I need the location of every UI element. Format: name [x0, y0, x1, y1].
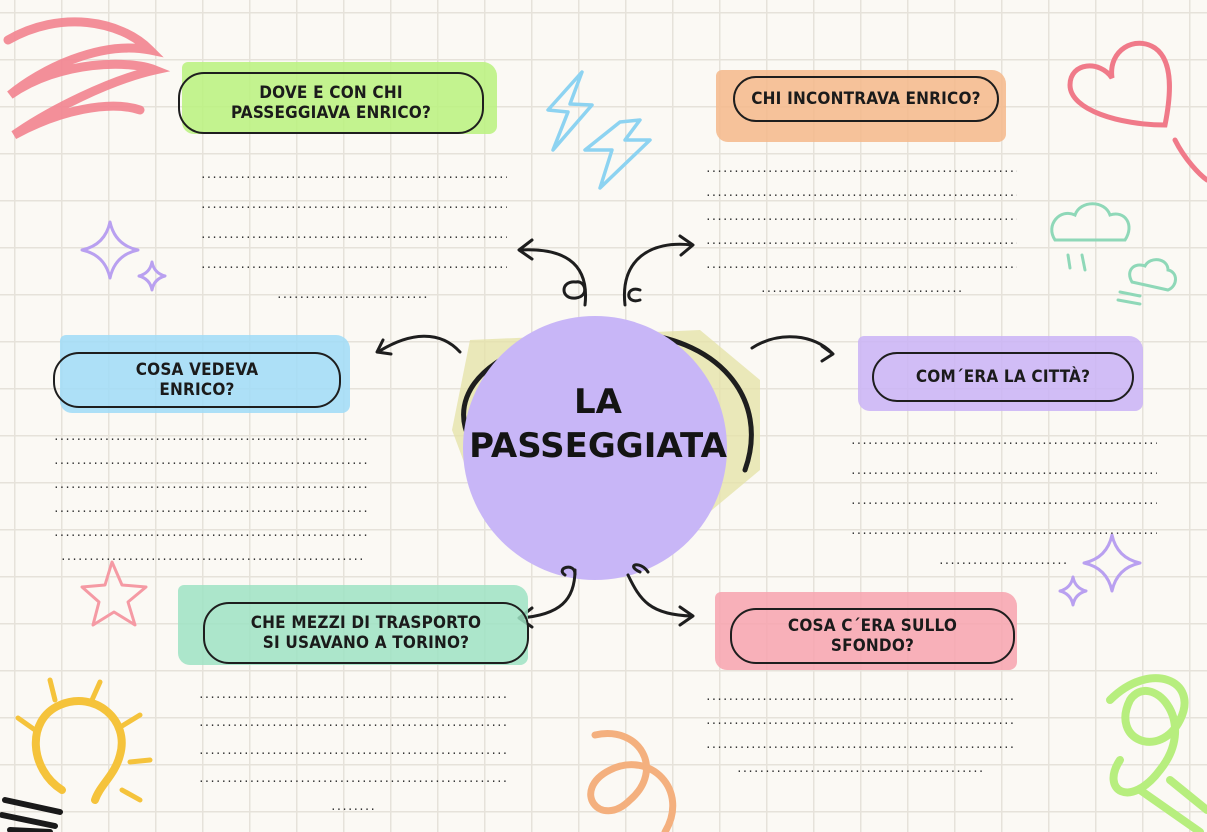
answer-line[interactable]: ........................................…: [198, 716, 509, 729]
question-label: COSA VEDEVA ENRICO?: [135, 360, 259, 400]
answer-line[interactable]: ........................................…: [53, 430, 367, 443]
arrow-icon: [375, 234, 835, 629]
answer-line[interactable]: ........................................…: [705, 234, 1017, 247]
question-label: CHI INCONTRAVA ENRICO?: [751, 89, 981, 109]
answer-line[interactable]: ........................................…: [705, 738, 1016, 751]
answer-line[interactable]: ........................................…: [705, 258, 1017, 271]
sparkle-icon: [80, 220, 167, 292]
swirl-icon: [587, 730, 677, 832]
lightbulb-icon: [0, 677, 153, 832]
question-label: COM´ERA LA CITTÀ?: [915, 367, 1091, 387]
title-line-2: PASSEGGIATA: [469, 426, 727, 466]
answer-line[interactable]: ........................................…: [705, 186, 1017, 199]
answer-line[interactable]: ........................................…: [53, 478, 367, 491]
center-circle: [463, 316, 727, 580]
answer-line[interactable]: ........................................…: [53, 526, 367, 539]
answer-line[interactable]: ........................................…: [200, 198, 507, 211]
answer-line[interactable]: ........................................…: [198, 688, 509, 701]
answer-line[interactable]: ........................................…: [200, 168, 507, 181]
question-box-background: COSA C´ERA SULLO SFONDO?: [730, 608, 1015, 664]
scribble-icon: [3, 17, 171, 139]
cloud-icon: [1050, 202, 1177, 306]
scribble-icon: [1106, 674, 1207, 832]
brush-green: [182, 62, 497, 134]
answer-line[interactable]: ........................................…: [53, 454, 367, 467]
heart-icon: [1067, 40, 1207, 183]
brush-mint: [178, 585, 528, 665]
answer-line[interactable]: ..............................: [276, 288, 429, 301]
answer-line[interactable]: ........................................…: [60, 550, 365, 563]
answer-line[interactable]: ........................................…: [198, 744, 509, 757]
answer-line[interactable]: ........................................: [760, 282, 963, 295]
question-box-who: CHI INCONTRAVA ENRICO?: [733, 76, 999, 122]
answer-line[interactable]: ........................................…: [736, 762, 984, 775]
question-box-see: COSA VEDEVA ENRICO?: [53, 352, 341, 408]
page-title: LA PASSEGGIATA: [463, 380, 733, 468]
answer-line[interactable]: ........................................…: [705, 210, 1017, 223]
brush-pink: [715, 592, 1017, 670]
answer-line[interactable]: ........: [330, 800, 376, 813]
star-icon: [80, 560, 148, 627]
answer-line[interactable]: ........................................…: [850, 524, 1157, 537]
answer-line[interactable]: ........................................…: [850, 464, 1157, 477]
answer-line[interactable]: ........................................…: [705, 162, 1017, 175]
sparkle-icon: [1058, 533, 1142, 607]
question-label: COSA C´ERA SULLO SFONDO?: [787, 616, 958, 656]
brush-blue: [60, 335, 350, 413]
answer-line[interactable]: ........................: [938, 554, 1068, 567]
answer-line[interactable]: ........................................…: [705, 690, 1016, 703]
question-box-city: COM´ERA LA CITTÀ?: [872, 352, 1134, 402]
answer-line[interactable]: ........................................…: [198, 772, 509, 785]
answer-line[interactable]: ........................................…: [850, 434, 1157, 447]
question-box-transport: CHE MEZZI DI TRASPORTO SI USAVANO A TORI…: [203, 602, 529, 664]
brush-purple: [858, 336, 1143, 411]
answer-line[interactable]: ........................................…: [850, 494, 1157, 507]
question-label: CHE MEZZI DI TRASPORTO SI USAVANO A TORI…: [250, 613, 482, 653]
title-line-1: LA: [574, 382, 622, 422]
answer-line[interactable]: ........................................…: [200, 228, 507, 241]
answer-line[interactable]: ........................................…: [705, 714, 1016, 727]
answer-line[interactable]: ........................................…: [200, 258, 507, 271]
answer-line[interactable]: ........................................…: [53, 502, 367, 515]
question-box-where: DOVE E CON CHI PASSEGGIAVA ENRICO?: [178, 72, 484, 134]
brush-orange: [716, 70, 1006, 142]
question-label: DOVE E CON CHI PASSEGGIAVA ENRICO?: [230, 83, 432, 123]
lightning-icon: [546, 70, 652, 190]
